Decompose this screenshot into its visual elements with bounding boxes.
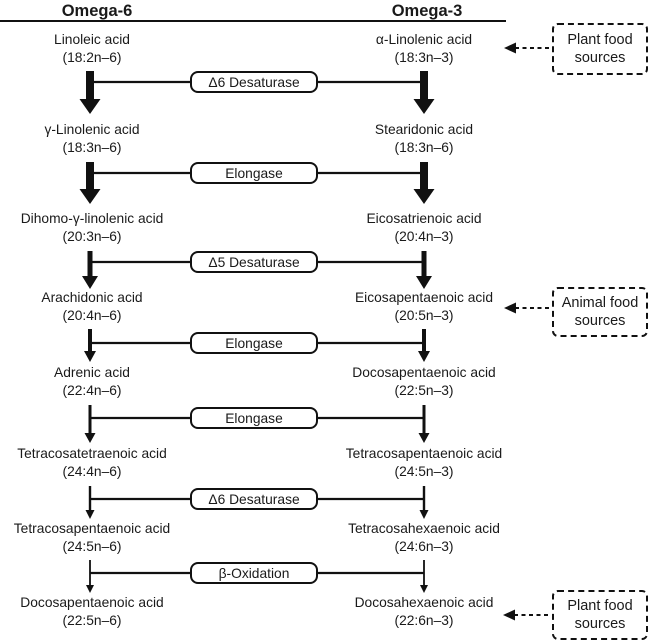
- compound-left-1: Linoleic acid (18:2n–6): [0, 31, 192, 66]
- compound-left-8: Docosapentaenoic acid (22:5n–6): [0, 594, 192, 629]
- compound-formula: (18:3n–3): [394, 49, 454, 65]
- left-arrowhead-plant-top: [504, 42, 516, 54]
- compound-left-7: Tetracosapentaenoic acid (24:5n–6): [0, 520, 192, 555]
- compound-name: Linoleic acid: [54, 32, 130, 47]
- compound-name: α-Linolenic acid: [375, 32, 473, 47]
- enzyme-box-elongase-3: Elongase: [190, 407, 318, 429]
- compound-formula: (22:5n–3): [394, 382, 454, 398]
- compound-left-4: Arachidonic acid (20:4n–6): [0, 289, 192, 324]
- compound-left-6: Tetracosatetraenoic acid (24:4n–6): [0, 445, 192, 480]
- compound-formula: (24:5n–6): [62, 538, 122, 554]
- compound-right-3: Eicosatrienoic acid (20:4n–3): [314, 210, 534, 245]
- down-arrow-left-4: [84, 329, 96, 362]
- conversion-arrows: [79, 71, 435, 593]
- down-arrow-right-2: [413, 162, 435, 204]
- compound-right-8: Docosahexaenoic acid (22:6n–3): [314, 594, 534, 629]
- down-arrow-left-5: [84, 405, 96, 443]
- compound-name: Dihomo-γ-linolenic acid: [20, 211, 164, 226]
- down-arrow-right-4: [418, 329, 430, 362]
- column-header-omega6: Omega-6: [61, 2, 133, 20]
- compound-formula: (18:3n–6): [62, 139, 122, 155]
- enzyme-box-beta-oxidation: β-Oxidation: [190, 562, 318, 584]
- enzyme-label: Δ6 Desaturase: [208, 74, 300, 90]
- compound-right-4: Eicosapentaenoic acid (20:5n–3): [314, 289, 534, 324]
- compound-formula: (24:4n–6): [62, 463, 122, 479]
- compound-name: Tetracosapentaenoic acid: [13, 521, 171, 536]
- compound-name: Docosahexaenoic acid: [354, 595, 494, 610]
- compound-right-2: Stearidonic acid (18:3n–6): [314, 121, 534, 156]
- compound-formula: (20:4n–3): [394, 228, 454, 244]
- enzyme-box-elongase-2: Elongase: [190, 332, 318, 354]
- down-arrow-left-7: [86, 560, 94, 593]
- down-arrow-right-7: [420, 560, 428, 593]
- source-label-line: Animal food: [561, 295, 639, 311]
- source-label-line: Plant food: [567, 32, 633, 48]
- source-arrowheads: [503, 42, 516, 621]
- source-box-plant-bottom: Plant food sources: [552, 590, 648, 640]
- compound-right-1: α-Linolenic acid (18:3n–3): [314, 31, 534, 66]
- down-arrow-left-2: [79, 162, 101, 204]
- source-box-animal: Animal food sources: [552, 287, 648, 337]
- compound-name: Adrenic acid: [54, 365, 130, 380]
- compound-name: Arachidonic acid: [41, 290, 143, 305]
- header-underline: [0, 20, 506, 22]
- down-arrow-right-6: [419, 486, 429, 519]
- compound-formula: (18:2n–6): [62, 49, 122, 65]
- enzyme-label: Δ5 Desaturase: [208, 254, 300, 270]
- enzyme-label: Elongase: [225, 410, 283, 426]
- compound-right-7: Tetracosahexaenoic acid (24:6n–3): [314, 520, 534, 555]
- compound-right-6: Tetracosapentaenoic acid (24:5n–3): [314, 445, 534, 480]
- compound-name: Tetracosatetraenoic acid: [17, 446, 167, 461]
- compound-formula: (20:5n–3): [394, 307, 454, 323]
- compound-formula: (24:5n–3): [394, 463, 454, 479]
- down-arrow-left-3: [82, 251, 98, 289]
- compound-formula: (24:6n–3): [394, 538, 454, 554]
- compound-left-5: Adrenic acid (22:4n–6): [0, 364, 192, 399]
- compound-left-3: Dihomo-γ-linolenic acid (20:3n–6): [0, 210, 192, 245]
- column-header-omega3: Omega-3: [391, 2, 463, 20]
- compound-formula: (22:4n–6): [62, 382, 122, 398]
- compound-formula: (20:3n–6): [62, 228, 122, 244]
- down-arrow-right-5: [418, 405, 430, 443]
- down-arrow-left-6: [85, 486, 95, 519]
- enzyme-box-delta6-desaturase-2: Δ6 Desaturase: [190, 488, 318, 510]
- down-arrow-right-1: [413, 71, 435, 114]
- source-box-plant-top: Plant food sources: [552, 23, 648, 75]
- source-label-line: sources: [574, 313, 626, 329]
- source-label-line: sources: [574, 50, 626, 66]
- enzyme-label: β-Oxidation: [218, 565, 290, 581]
- enzyme-box-delta5-desaturase: Δ5 Desaturase: [190, 251, 318, 273]
- compound-formula: (20:4n–6): [62, 307, 122, 323]
- compound-name: Tetracosapentaenoic acid: [345, 446, 503, 461]
- source-label-line: sources: [574, 616, 626, 632]
- enzyme-box-delta6-desaturase-1: Δ6 Desaturase: [190, 71, 318, 93]
- compound-name: Stearidonic acid: [374, 122, 474, 137]
- enzyme-label: Elongase: [225, 335, 283, 351]
- enzyme-label: Elongase: [225, 165, 283, 181]
- compound-name: Eicosapentaenoic acid: [354, 290, 494, 305]
- compound-formula: (18:3n–6): [394, 139, 454, 155]
- left-arrowhead-animal: [504, 302, 516, 314]
- compound-name: Docosapentaenoic acid: [20, 595, 164, 610]
- left-arrowhead-plant-bottom: [503, 609, 515, 621]
- compound-formula: (22:6n–3): [394, 612, 454, 628]
- compound-name: Tetracosahexaenoic acid: [348, 521, 500, 536]
- compound-formula: (22:5n–6): [62, 612, 122, 628]
- enzyme-label: Δ6 Desaturase: [208, 491, 300, 507]
- source-dashed-lines: [514, 47, 552, 616]
- compound-right-5: Docosapentaenoic acid (22:5n–3): [314, 364, 534, 399]
- compound-name: γ-Linolenic acid: [44, 122, 140, 137]
- source-label-line: Plant food: [567, 598, 633, 614]
- down-arrow-right-3: [416, 251, 432, 289]
- down-arrow-left-1: [79, 71, 101, 114]
- compound-left-2: γ-Linolenic acid (18:3n–6): [0, 121, 192, 156]
- compound-name: Eicosatrienoic acid: [366, 211, 482, 226]
- compound-name: Docosapentaenoic acid: [352, 365, 496, 380]
- enzyme-box-elongase-1: Elongase: [190, 162, 318, 184]
